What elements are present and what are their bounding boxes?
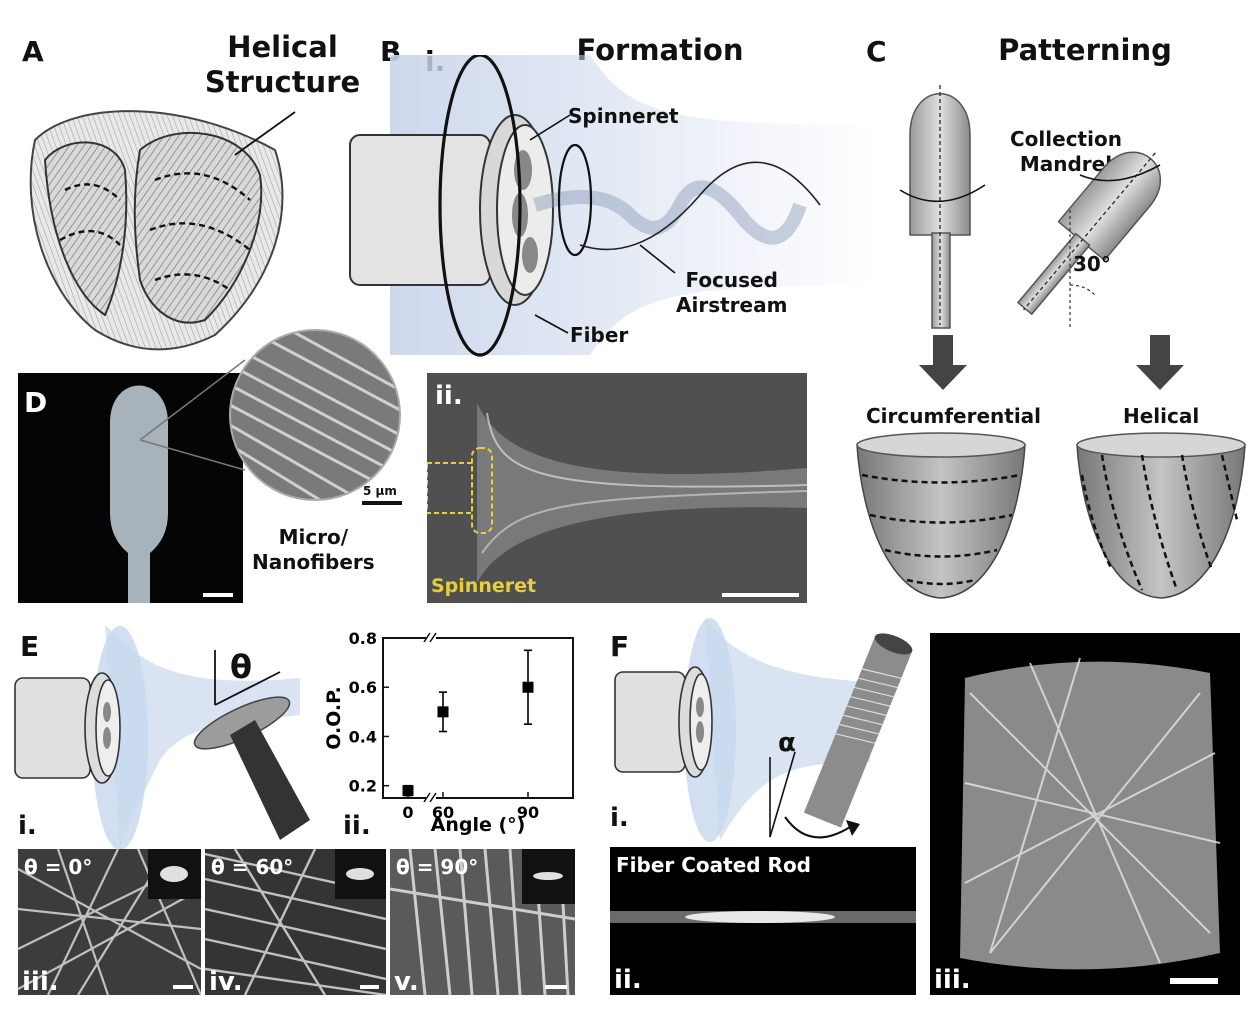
airstream-photo-graphic [427,373,807,603]
panel-e-sub-i: i. [18,811,37,841]
panel-f-sub-i: i. [610,803,629,833]
panel-b-title: Formation [576,33,744,67]
data-point-2 [522,681,534,693]
airstream-line1: Focused [685,268,778,292]
fibers-line2: Nanofibers [252,550,375,574]
mandrel-photo-graphic [18,373,243,603]
mandrel-line1: Collection [1010,127,1122,151]
oop-chart: 0.2 0.4 0.6 0.8 0 60 90 O.O.P. Angle (°) [323,629,574,836]
angle-30-label: 30° [1073,252,1111,276]
panel-f-sub-ii: ii. [614,965,642,995]
y-tick-label-1: 0.4 [349,727,377,746]
chart-xlabel: Angle (°) [431,814,526,836]
data-mark-group [402,649,534,797]
sem-image-theta-0: θ = 0° iii. [18,849,201,995]
helical-label: Helical [1123,404,1200,428]
mandrel-diagram [899,85,1184,390]
axis-break-bottom [423,792,437,803]
microct-fiber-cylinder: iii. [930,633,1240,995]
rod-photo-graphic [610,847,916,995]
sem-fibers-random [18,849,201,995]
alpha-label: α [778,728,796,758]
panel-a-title: Helical Structure [200,30,365,100]
fibers-line1: Micro/ [278,525,349,549]
axis-break-top [423,632,437,643]
x-tick-label-2: 90 [517,803,539,822]
sem-roman-v: v. [394,967,419,995]
y-tick-label-0: 0.2 [349,777,377,796]
sem-label-theta-0: θ = 0° [24,855,93,879]
data-point-1 [437,706,449,718]
panel-a-title-line2: Structure [204,64,361,99]
x-tick-group: 0 60 90 [402,792,539,822]
circumferential-cup [856,432,1026,599]
lens-scale-bar-label: 5 µm [363,484,397,498]
fiber-coated-rod-image: Fiber Coated Rod ii. [610,847,916,995]
circumferential-label: Circumferential [866,404,1042,428]
spinneret-photo-caption: Spinneret [431,575,537,597]
zoom-lens-sem [140,329,402,505]
mandrel-line2: Mandrel [1019,152,1113,176]
panel-label-c: C [866,35,887,68]
panel-e-sub-ii: ii. [343,811,371,841]
data-point-0 [402,785,414,797]
formation-highspeed-image: ii. Spinneret [427,373,807,603]
spinneret-formation-diagram [349,55,880,357]
theta-label: θ [230,648,252,686]
x-tick-label-1: 60 [432,803,454,822]
sem-fibers-partial [205,849,386,995]
panel-label-e: E [20,630,40,663]
heart-illustration [29,110,296,351]
focused-airstream-label: Focused Airstream [676,268,787,318]
sem-roman-iii: iii. [22,967,59,995]
angled-collector-diagram [14,625,310,850]
y-tick-label-3: 0.8 [349,629,377,648]
plot-frame [382,637,574,799]
panel-label-a: A [22,35,44,68]
sem-image-theta-60: θ = 60° iv. [205,849,386,995]
micro-nanofibers-label: Micro/ Nanofibers [252,525,375,575]
fiber-label: Fiber [570,323,629,347]
helical-cup [1076,432,1246,599]
mandrel-photo: D [18,373,243,603]
panel-a-title-line1: Helical [227,30,338,64]
sem-image-theta-90: θ = 90° v. [390,849,575,995]
sem-fibers-aligned [390,849,575,995]
y-tick-label-2: 0.6 [349,678,377,697]
sem-label-theta-90: θ = 90° [396,855,479,879]
panel-label-d: D [24,386,48,419]
panel-b-sub-ii: ii. [435,381,463,411]
microct-graphic [930,633,1240,995]
chart-ylabel: O.O.P. [323,686,345,750]
panel-label-f: F [610,630,630,663]
spinneret-label: Spinneret [568,104,679,128]
panel-c-title: Patterning [998,33,1172,67]
sem-label-theta-60: θ = 60° [211,855,294,879]
airstream-line2: Airstream [676,293,788,317]
rotating-rod-diagram [614,617,913,842]
collection-mandrel-label: Collection Mandrel [1010,127,1122,177]
x-tick-label-0: 0 [402,803,413,822]
rod-caption: Fiber Coated Rod [616,853,811,877]
y-tick-group: 0.2 0.4 0.6 0.8 [349,629,389,796]
panel-f-sub-iii: iii. [934,965,971,995]
sem-roman-iv: iv. [209,967,243,995]
